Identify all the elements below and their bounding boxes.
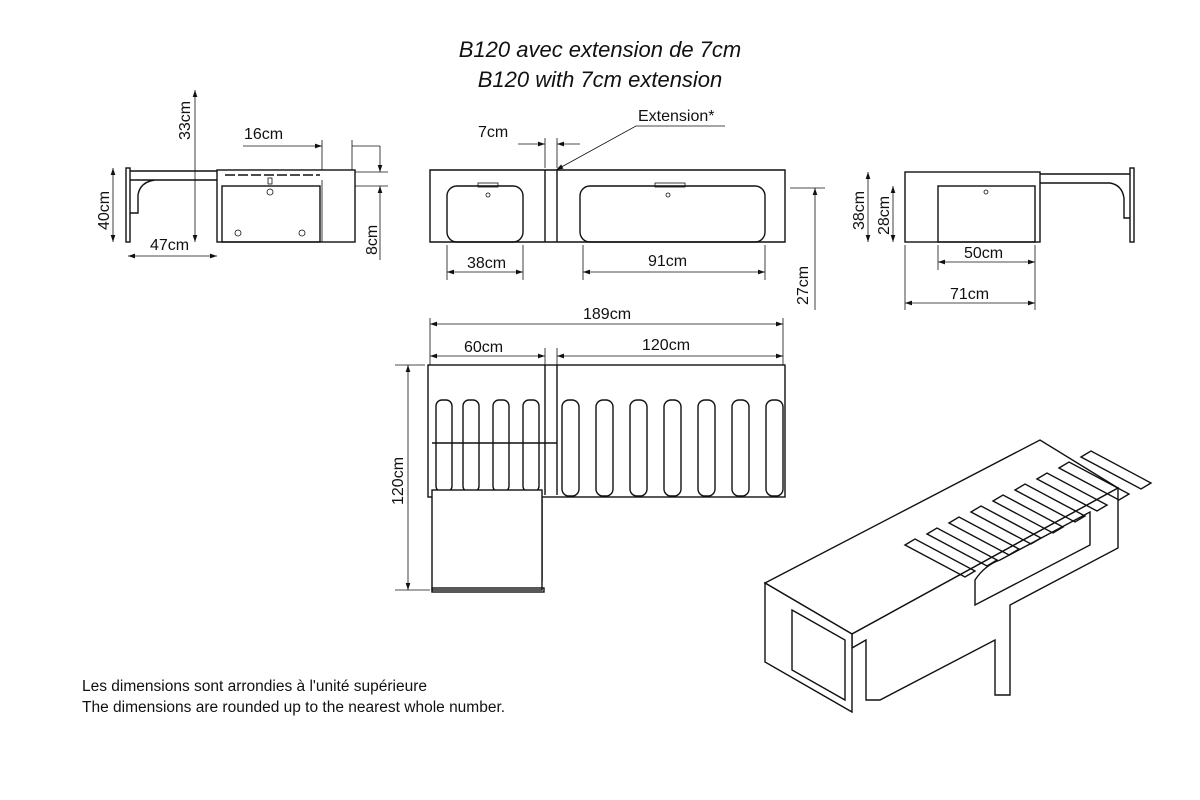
dim-total-length: 189cm: [583, 306, 631, 323]
iso-slat: [947, 516, 1021, 556]
bed-slat: [731, 399, 750, 497]
dim-inner-height: 28cm: [876, 196, 893, 235]
top-view: 189cm 60cm 120cm 120cm: [390, 306, 786, 593]
title-en: B120 with 7cm extension: [478, 67, 723, 92]
dim-right-height: 38cm: [851, 191, 868, 230]
bed-slat: [629, 399, 648, 497]
isometric-view: [763, 439, 1153, 714]
dim-depth-top: 16cm: [244, 126, 283, 143]
note-en: The dimensions are rounded up to the nea…: [82, 699, 506, 716]
iso-slat: [1057, 461, 1131, 501]
bed-slat: [561, 399, 580, 497]
dim-drawer-large: 91cm: [648, 253, 687, 270]
dim-height-total: 33cm: [177, 101, 194, 140]
front-view: 7cm Extension* 38cm 91cm 27cm: [429, 108, 825, 310]
dim-height: 40cm: [96, 191, 113, 230]
iso-slat: [1079, 450, 1153, 490]
iso-slat: [1035, 472, 1109, 512]
extension-label: Extension*: [638, 108, 715, 125]
note-fr: Les dimensions sont arrondies à l'unité …: [82, 678, 428, 695]
iso-slat: [903, 538, 977, 578]
iso-slat: [925, 527, 999, 567]
dim-extension-width: 7cm: [478, 124, 508, 141]
dim-right-depth: 71cm: [950, 286, 989, 303]
side-view-left: 33cm 16cm 40cm 47cm 8cm: [96, 90, 388, 260]
iso-slat: [991, 494, 1065, 534]
bed-slat: [663, 399, 682, 497]
dim-front-height: 27cm: [795, 266, 812, 305]
title-fr: B120 avec extension de 7cm: [459, 37, 742, 62]
dim-width: 120cm: [390, 457, 407, 505]
bed-slat: [765, 399, 784, 497]
iso-slat: [969, 505, 1043, 545]
dim-bed-length: 120cm: [642, 337, 690, 354]
dim-extension-depth: 47cm: [150, 237, 189, 254]
dim-extension-length: 60cm: [464, 339, 503, 356]
dim-drawer-small: 38cm: [467, 255, 506, 272]
bed-slat: [697, 399, 716, 497]
dim-drop: 8cm: [364, 225, 381, 255]
iso-slat: [1013, 483, 1087, 523]
dim-right-drawer: 50cm: [964, 245, 1003, 262]
bed-slat: [595, 399, 614, 497]
side-view-right: 38cm 28cm 50cm 71cm: [851, 167, 1135, 310]
